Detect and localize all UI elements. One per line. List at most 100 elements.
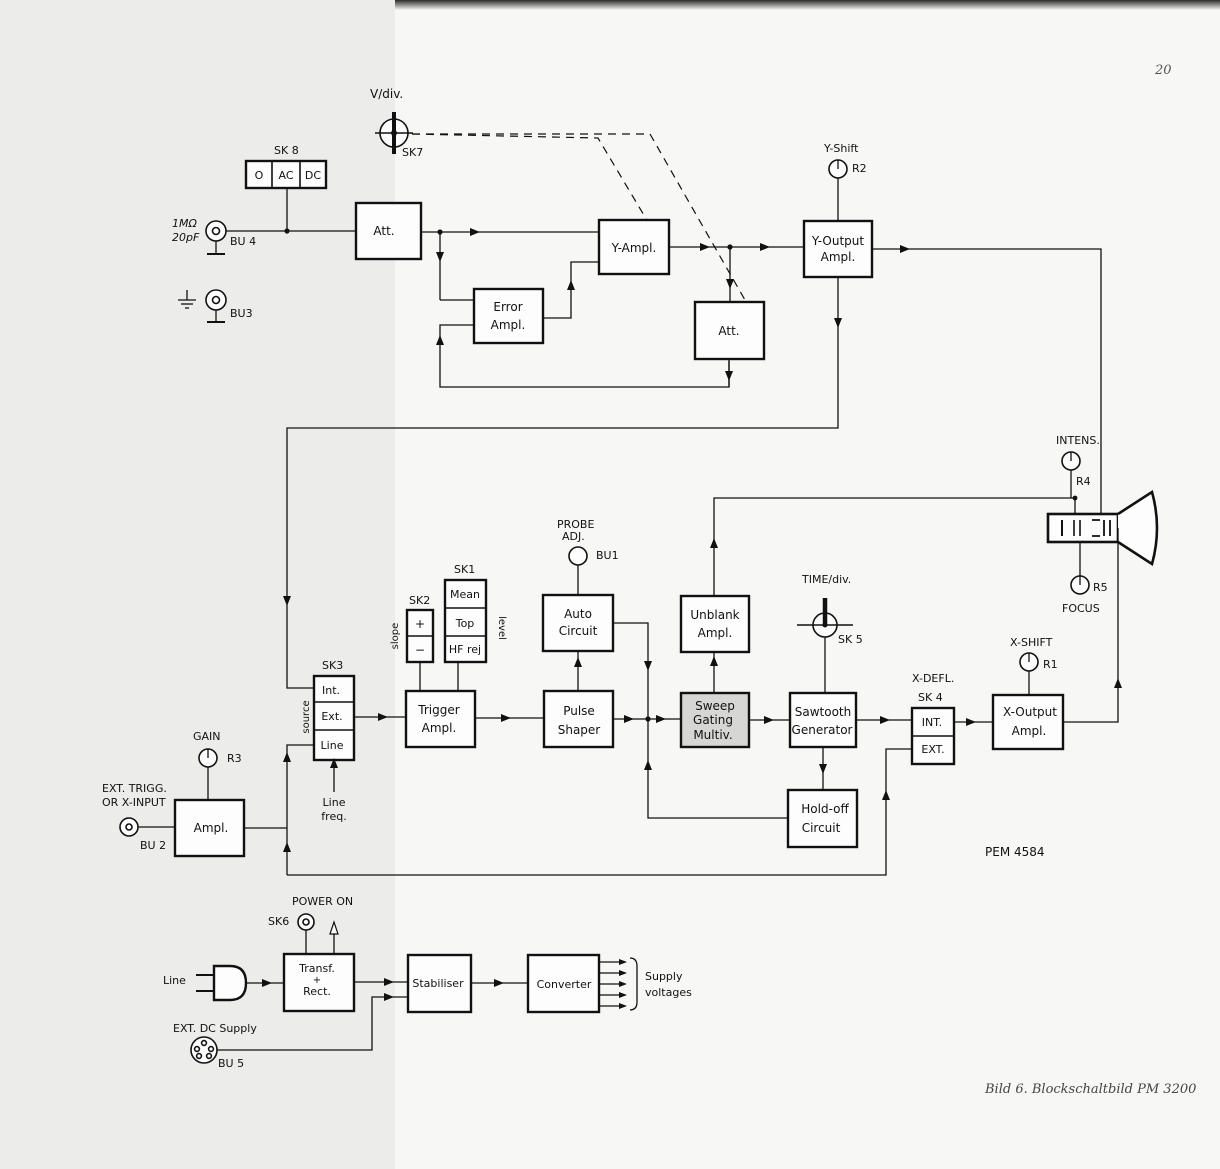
transformer-label-2: + [313, 975, 321, 986]
ext-trigg-label-2: OR X-INPUT [102, 796, 166, 809]
sweep-gating-label-3: Multiv. [693, 728, 732, 742]
att-input-label: Att. [373, 224, 394, 238]
input-capacitance: 20pF [172, 231, 200, 244]
sk7-label: SK7 [402, 146, 423, 159]
sk4-ext: EXT. [921, 743, 944, 756]
bu2-label: BU 2 [140, 839, 166, 852]
error-ampl-label-1: Error [493, 300, 522, 314]
ext-trigg-label-1: EXT. TRIGG. [102, 782, 167, 795]
scan-shadow [395, 0, 1220, 10]
crt-tube-icon [1046, 489, 1159, 567]
bu3-connector-icon [205, 289, 227, 323]
sweep-gating-label-1: Sweep [695, 699, 735, 713]
figure-caption: Bild 6. Blockschaltbild PM 3200 [985, 1082, 1197, 1097]
line-freq-label-1: Line [323, 796, 346, 809]
x-output-ampl-block [991, 693, 1065, 751]
converter-label: Converter [537, 978, 592, 991]
holdoff-circuit-block [786, 788, 859, 849]
bu1-connector-icon [568, 546, 588, 566]
stabiliser-block [406, 953, 473, 1014]
pulse-shaper-label-1: Pulse [563, 704, 595, 718]
probe-adj-label-1: PROBE [557, 518, 594, 531]
page-number: 20 [1155, 63, 1172, 78]
r5-label: R5 [1093, 581, 1108, 594]
y-output-label-2: Ampl. [821, 250, 856, 264]
auto-circuit-label-1: Auto [564, 607, 592, 621]
holdoff-label-1: Hold-off [801, 802, 849, 816]
sk1-hfrej: HF rej [449, 643, 481, 656]
sawtooth-label-1: Sawtooth [795, 705, 851, 719]
bu4-connector-icon [205, 220, 227, 255]
supply-outputs [599, 957, 638, 1011]
pulse-shaper-label-2: Shaper [558, 723, 601, 737]
time-div-label: TIME/div. [801, 573, 851, 586]
r4-label: R4 [1076, 475, 1091, 488]
power-lamp-icon [329, 920, 339, 954]
sk2-plus: + [415, 617, 425, 631]
y-ampl-block [597, 218, 671, 276]
r3-label: R3 [227, 752, 242, 765]
converter-block [526, 953, 601, 1014]
source-label: source [301, 700, 312, 733]
sk2-label: SK2 [409, 594, 430, 607]
sk3-ext: Ext. [321, 710, 342, 723]
input-resistance: 1MΩ [172, 217, 197, 230]
intens-label: INTENS. [1056, 434, 1100, 447]
sk8-switch [244, 159, 328, 190]
sk8-label: SK 8 [274, 144, 299, 157]
unblank-ampl-label-1: Unblank [690, 608, 739, 622]
error-ampl-block [472, 287, 545, 345]
x-output-label-2: Ampl. [1012, 724, 1047, 738]
transformer-label-1: Transf. [298, 962, 335, 975]
att-feedback-label: Att. [718, 324, 739, 338]
sk4-label: SK 4 [918, 691, 943, 704]
ext-dc-label: EXT. DC Supply [173, 1022, 257, 1035]
trigger-ampl-block [404, 689, 477, 749]
sk1-top: Top [455, 617, 475, 630]
ground-icon [178, 290, 196, 309]
sk3-line: Line [321, 739, 344, 752]
sweep-gating-label-2: Gating [693, 713, 733, 727]
bu5-label: BU 5 [218, 1057, 244, 1070]
supply-voltages-label-1: Supply [645, 970, 683, 983]
power-switch-icon [297, 913, 315, 954]
sk6-label: SK6 [268, 915, 289, 928]
focus-label: FOCUS [1062, 602, 1100, 615]
unblank-ampl-label-2: Ampl. [698, 626, 733, 640]
gain-label: GAIN [193, 730, 221, 743]
att-input-block [354, 201, 423, 261]
sk2-minus: − [415, 643, 425, 657]
holdoff-label-2: Circuit [802, 821, 841, 835]
auto-circuit-label-2: Circuit [559, 624, 598, 638]
probe-adj-label-2: ADJ. [562, 530, 585, 543]
transformer-rectifier-block [282, 952, 356, 1013]
bu2-connector-icon [119, 817, 139, 837]
sk5-label: SK 5 [838, 633, 863, 646]
ganged-link-att [412, 133, 746, 301]
supply-voltages-label-2: voltages [645, 986, 692, 999]
trigger-ampl-label-2: Ampl. [422, 721, 457, 735]
sk3-label: SK3 [322, 659, 343, 672]
line-freq-label-2: freq. [321, 810, 346, 823]
x-defl-label: X-DEFL. [912, 672, 954, 685]
error-ampl-label-2: Ampl. [491, 318, 526, 332]
bu3-label: BU3 [230, 307, 253, 320]
trigger-ampl-label-1: Trigger [417, 703, 459, 717]
level-label: level [496, 616, 507, 640]
bu1-label: BU1 [596, 549, 619, 562]
ext-ampl-label: Ampl. [194, 821, 229, 835]
sk8-o: O [255, 169, 264, 182]
bu4-label: BU 4 [230, 235, 256, 248]
auto-circuit-block [541, 593, 615, 653]
r2-label: R2 [852, 162, 867, 175]
drawing-reference: PEM 4584 [985, 845, 1045, 859]
sk1-mean: Mean [450, 588, 480, 601]
stabiliser-label: Stabiliser [412, 977, 464, 990]
sawtooth-generator-block [788, 691, 858, 749]
sweep-gating-block [679, 691, 751, 749]
v-div-label: V/div. [370, 87, 403, 101]
sk1-switch [443, 578, 488, 664]
transformer-label-3: Rect. [303, 985, 331, 998]
time-div-switch-icon [797, 598, 853, 638]
